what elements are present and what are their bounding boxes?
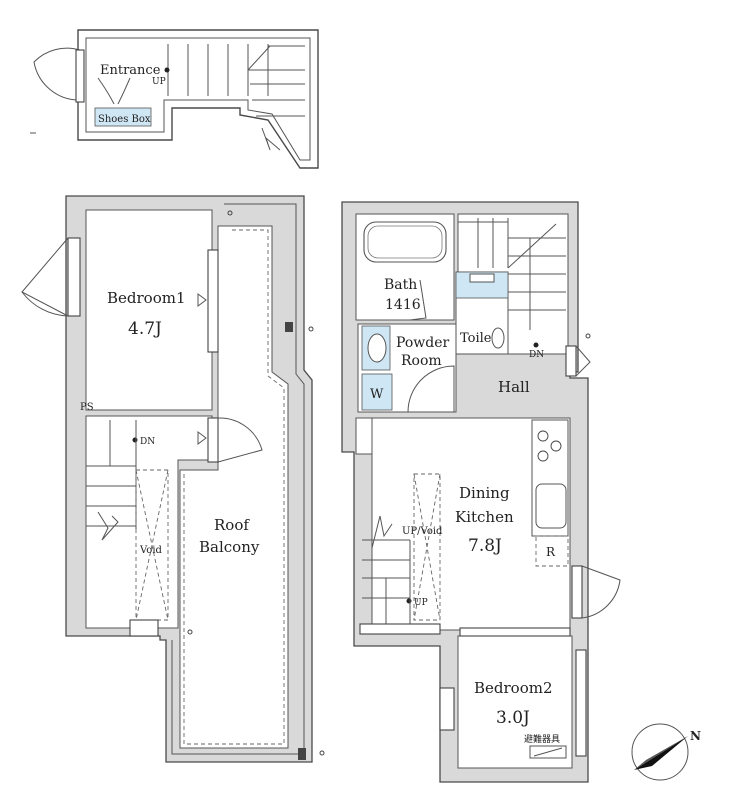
entrance-door[interactable] bbox=[75, 49, 85, 103]
right-unit: Bath 1416 DN Toilet W P bbox=[341, 201, 621, 783]
bathtub bbox=[363, 221, 447, 263]
entrance-label: Entrance bbox=[100, 63, 161, 78]
up-right-label: UP bbox=[414, 598, 428, 608]
bedroom1-side-window[interactable] bbox=[67, 237, 81, 317]
powder-room-label-1: Powder bbox=[396, 335, 450, 351]
dn-left-label: DN bbox=[140, 437, 155, 447]
right-stairs-lower bbox=[362, 515, 411, 624]
w-label: W bbox=[370, 387, 384, 402]
left-unit: PS DN Void Bedroom1 4.7J Roof Balcony bbox=[21, 195, 325, 763]
kitchen-sink bbox=[535, 483, 567, 529]
roof-balcony-label-2: Balcony bbox=[199, 538, 260, 556]
washer-space bbox=[361, 373, 393, 411]
roof-balcony-label-1: Roof bbox=[214, 516, 250, 534]
right-stairs-top bbox=[458, 218, 566, 330]
entrance-stairs bbox=[167, 44, 305, 151]
bedroom2-window-left[interactable] bbox=[439, 687, 455, 731]
void-left-label: Void bbox=[139, 545, 163, 556]
stove-icon bbox=[537, 430, 562, 462]
powder-room-label-2: Room bbox=[401, 353, 442, 369]
bedroom1-label: Bedroom1 bbox=[107, 289, 186, 307]
bedroom2-window-right[interactable] bbox=[575, 649, 587, 757]
dk-window[interactable] bbox=[571, 565, 583, 619]
up-void-label: UP/Void bbox=[402, 526, 443, 537]
bedroom2-label: Bedroom2 bbox=[474, 679, 553, 697]
bath-label: Bath bbox=[384, 277, 417, 293]
north-arrow-icon: N bbox=[631, 723, 701, 781]
ps-left-label: PS bbox=[80, 402, 94, 413]
fridge-space bbox=[535, 535, 569, 567]
dining-kitchen-label-1: Dining bbox=[459, 484, 510, 502]
void-right-box bbox=[413, 473, 441, 621]
entrance-door-swing bbox=[33, 47, 81, 101]
shoes-box bbox=[94, 107, 152, 127]
r-label: R bbox=[546, 545, 556, 559]
bedroom1-window[interactable] bbox=[207, 249, 219, 353]
balcony-door[interactable] bbox=[207, 417, 219, 463]
toilet-label: Toilet bbox=[460, 331, 497, 346]
hall-window[interactable] bbox=[565, 345, 577, 377]
bedroom1-size: 4.7J bbox=[128, 319, 162, 339]
evac-label: 避難器具 bbox=[524, 733, 560, 745]
dn-right-label: DN bbox=[529, 350, 544, 360]
dining-kitchen-label-2: Kitchen bbox=[455, 508, 514, 526]
shoes-box-label: Shoes Box bbox=[98, 114, 151, 125]
compass-label: N bbox=[690, 729, 701, 743]
dining-kitchen-size: 7.8J bbox=[468, 536, 502, 556]
entrance-area: Entrance UP Shoes Box bbox=[33, 29, 319, 169]
bedroom2-size: 3.0J bbox=[496, 708, 530, 728]
hall-label: Hall bbox=[498, 378, 530, 396]
bath-size: 1416 bbox=[385, 297, 421, 313]
entrance-up-label: UP bbox=[152, 77, 166, 87]
